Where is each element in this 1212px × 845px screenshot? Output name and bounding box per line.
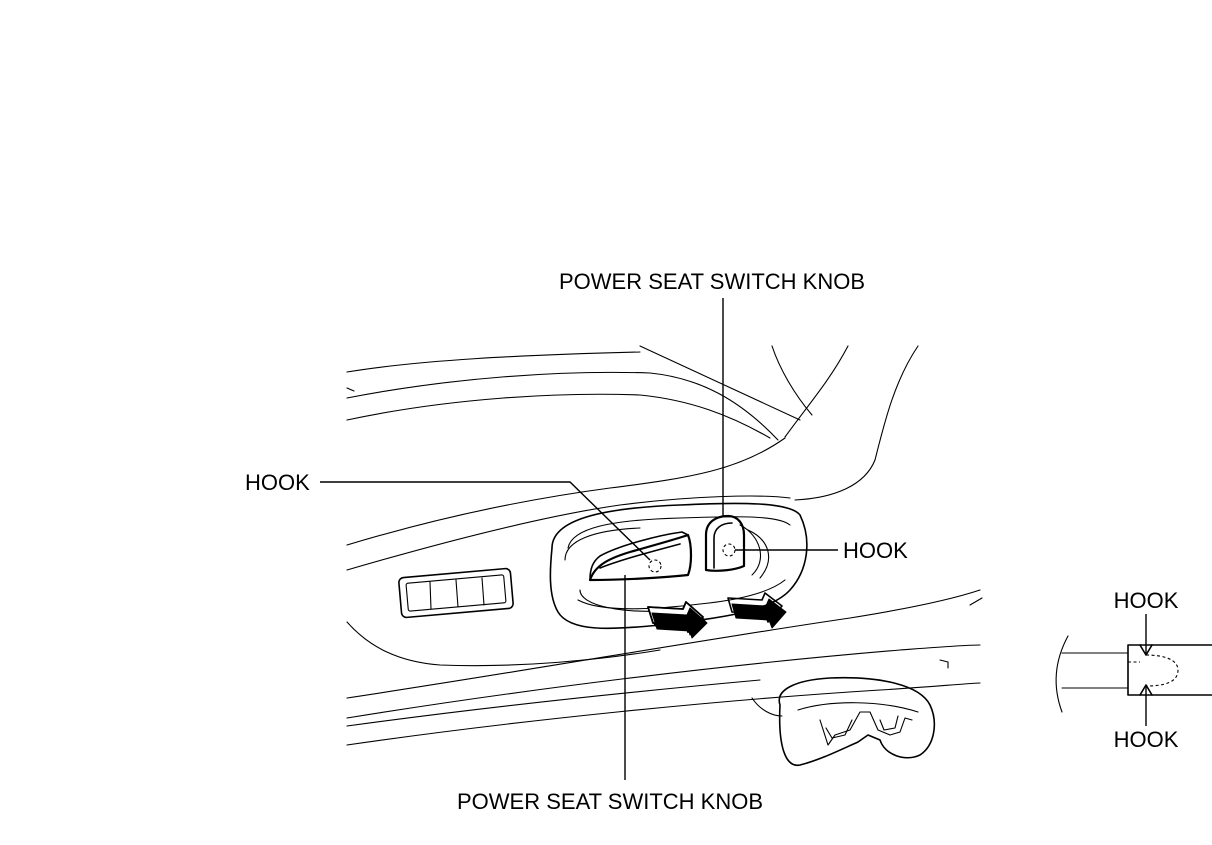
knob-label-top: POWER SEAT SWITCH KNOB: [559, 269, 865, 294]
power-seat-switch-knob-front: [588, 531, 693, 582]
hook-label-right: HOOK: [843, 538, 908, 563]
power-seat-switch-knob-rear: [704, 514, 746, 572]
knob-label-bottom: POWER SEAT SWITCH KNOB: [457, 789, 763, 814]
seat-vent-slots: [398, 567, 514, 619]
seat-rail-bracket: [751, 676, 936, 766]
leader-lines: [320, 298, 838, 780]
hook-label-left: HOOK: [245, 470, 310, 495]
removal-arrow-icon: [727, 592, 787, 629]
hook-detail-view: [1055, 614, 1212, 726]
detail-hook-label-top: HOOK: [1114, 588, 1179, 613]
detail-hook-label-bottom: HOOK: [1114, 727, 1179, 752]
hook-dashed-circle: [648, 559, 662, 573]
switch-bezel: [549, 502, 808, 630]
seat-side-panel: [346, 345, 983, 766]
removal-arrow-icon: [647, 601, 708, 639]
hook-dashed-circle: [722, 543, 736, 557]
